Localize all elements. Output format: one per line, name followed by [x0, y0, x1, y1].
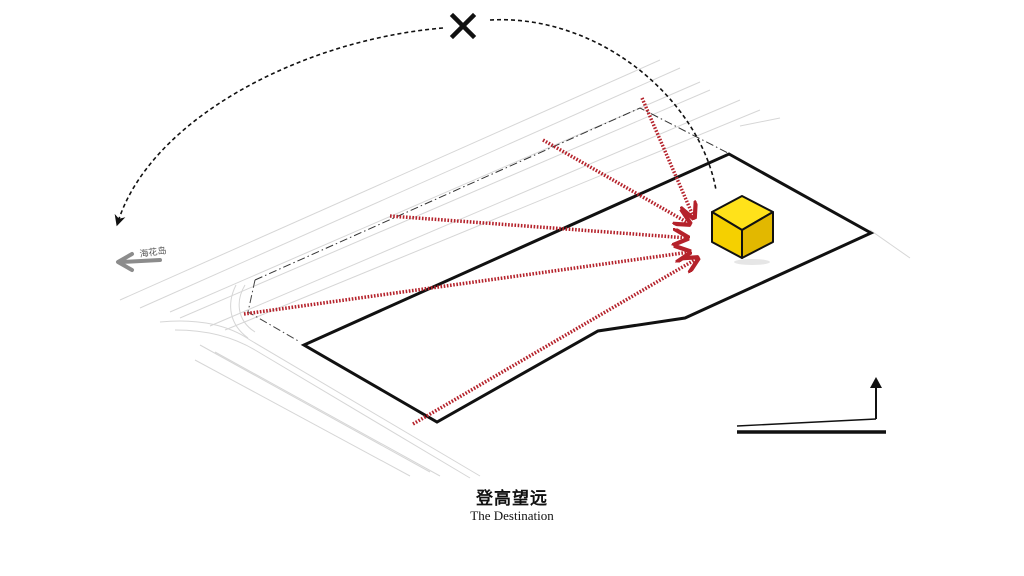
caption-title: 登高望远 [476, 489, 548, 509]
direction-label: 海花岛 [139, 244, 167, 260]
curved-view-arrow-right [489, 19, 717, 191]
site-boundary-dashdot [254, 107, 729, 281]
view-line-1 [640, 97, 694, 218]
site-outline [300, 152, 875, 424]
view-line-3 [389, 214, 688, 238]
x-mark-icon [449, 12, 477, 40]
view-lines [243, 97, 698, 426]
caption-subtitle: The Destination [470, 508, 554, 523]
view-line-2 [542, 138, 690, 224]
view-line-5 [412, 258, 698, 426]
view-line-4 [243, 252, 690, 316]
curved-view-arrow [114, 27, 444, 227]
arrow-left-icon [116, 252, 162, 272]
yellow-cube-icon [711, 195, 774, 265]
arrow-up-icon [870, 377, 882, 388]
elevation-symbol [736, 388, 886, 434]
context-roads [119, 59, 911, 479]
